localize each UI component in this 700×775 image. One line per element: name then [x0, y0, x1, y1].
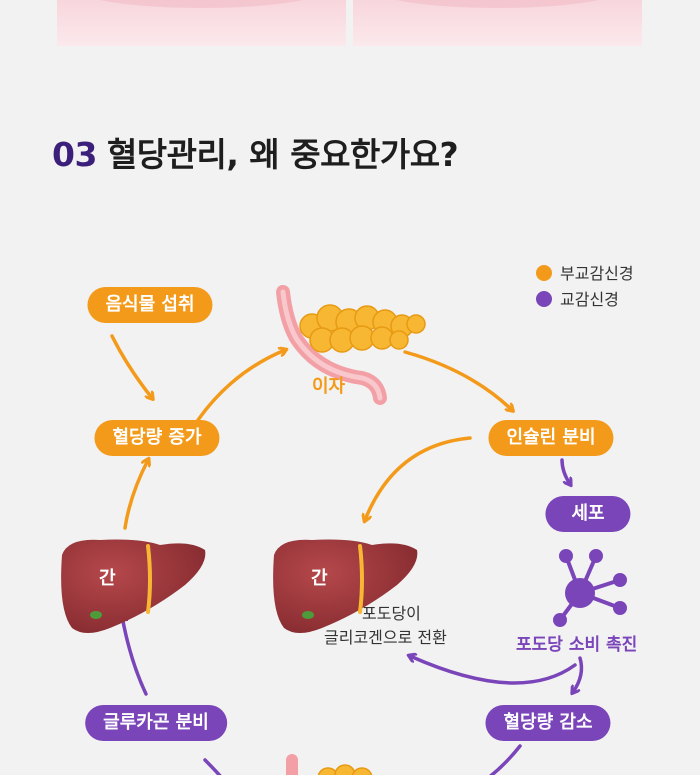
legend-dot-orange [536, 265, 552, 281]
label-glucose-to-glycogen-1: 포도당이 [362, 600, 421, 624]
node-blood-sugar-decrease: 혈당량 감소 [485, 705, 610, 741]
arrow-decrease-to-glycogen [410, 656, 575, 683]
arrow-consumption-to-decrease [573, 658, 581, 692]
arrow-bottom-left [205, 760, 222, 775]
legend-label: 교감신경 [560, 290, 619, 309]
pancreas-illustration [283, 292, 425, 398]
label-liver-left: 간 [99, 564, 116, 590]
arrow-insulin-to-cell [562, 460, 570, 484]
arrow-food-to-increase [112, 336, 152, 398]
label-glucose-to-glycogen-2: 글리코겐으로 전환 [324, 624, 447, 648]
arrow-insulin-to-liver [365, 438, 470, 520]
node-blood-sugar-increase: 혈당량 증가 [94, 420, 219, 456]
node-insulin-secretion: 인슐린 분비 [488, 420, 613, 456]
label-glucose-consumption: 포도당 소비 촉진 [516, 630, 637, 655]
legend-label: 부교감신경 [560, 264, 634, 283]
arrow-pancreas-to-insulin [405, 352, 512, 410]
label-liver-center: 간 [311, 564, 328, 590]
arrow-bottom-right [488, 746, 520, 775]
legend-parasympathetic: 부교감신경 [536, 260, 634, 284]
legend-dot-purple [536, 291, 552, 307]
liver-left-illustration [61, 540, 205, 633]
pancreas-illustration-bottom [292, 760, 372, 775]
node-glucagon-secretion: 글루카곤 분비 [85, 705, 227, 741]
glucose-molecule-icon [553, 549, 627, 627]
node-cell: 세포 [545, 496, 630, 532]
arrow-glucagon-to-liver [122, 616, 146, 694]
legend-sympathetic: 교감신경 [536, 286, 619, 310]
arrow-increase-to-pancreas [198, 350, 285, 420]
arrow-liver-to-increase [125, 460, 148, 528]
node-food-intake: 음식물 섭취 [87, 287, 212, 323]
label-pancreas: 이자 [312, 372, 345, 398]
